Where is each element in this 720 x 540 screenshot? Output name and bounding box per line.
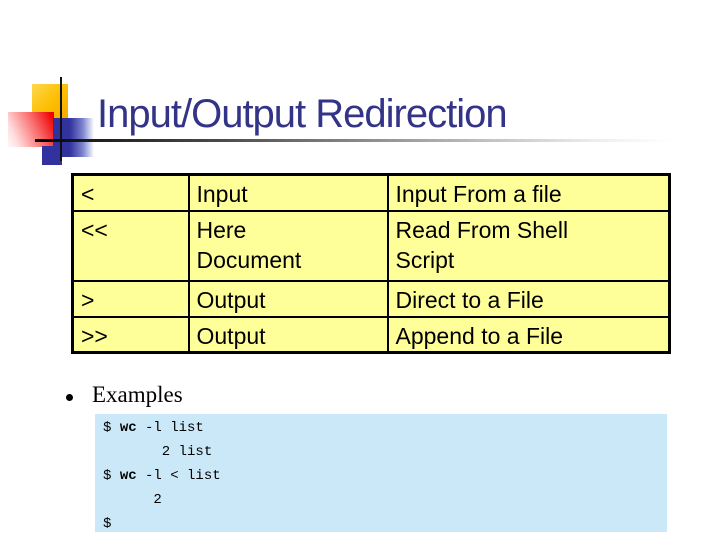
table-row: >> Output Append to a File xyxy=(71,315,671,353)
table-cell-meaning: Input xyxy=(187,173,389,212)
table-cell-description: Read From Shell Script xyxy=(386,209,671,282)
table-cell-description: Direct to a File xyxy=(386,279,671,318)
table-cell-description: Append to a File xyxy=(386,315,671,353)
code-line: 2 xyxy=(103,492,162,508)
code-line: $ wc -l < list xyxy=(103,468,221,484)
code-line: $ xyxy=(103,516,112,532)
redirection-table: < Input Input From a file << Here Docume… xyxy=(71,173,671,354)
bullet-icon xyxy=(66,394,73,401)
decoration-small-blue-square xyxy=(42,146,62,165)
table-cell-symbol: > xyxy=(71,279,190,318)
code-line: $ wc -l list xyxy=(103,420,204,436)
redirection-table-container: < Input Input From a file << Here Docume… xyxy=(71,173,671,354)
title-underline xyxy=(35,139,672,142)
table-cell-symbol: >> xyxy=(71,315,190,353)
code-line: 2 list xyxy=(103,444,213,460)
decoration-vertical-line xyxy=(60,77,62,161)
examples-heading: Examples xyxy=(92,382,183,407)
table-cell-symbol: << xyxy=(71,209,190,282)
table-cell-meaning: Output xyxy=(187,315,389,353)
table-row: < Input Input From a file xyxy=(71,173,671,212)
table-row: << Here Document Read From Shell Script xyxy=(71,209,671,282)
table-cell-description: Input From a file xyxy=(386,173,671,212)
table-cell-meaning: Output xyxy=(187,279,389,318)
table-cell-symbol: < xyxy=(71,173,190,212)
page-title: Input/Output Redirection xyxy=(97,92,508,136)
table-cell-meaning: Here Document xyxy=(187,209,389,282)
table-row: > Output Direct to a File xyxy=(71,279,671,318)
terminal-example-block: $ wc -l list 2 list $ wc -l < list 2 $ xyxy=(95,414,667,532)
